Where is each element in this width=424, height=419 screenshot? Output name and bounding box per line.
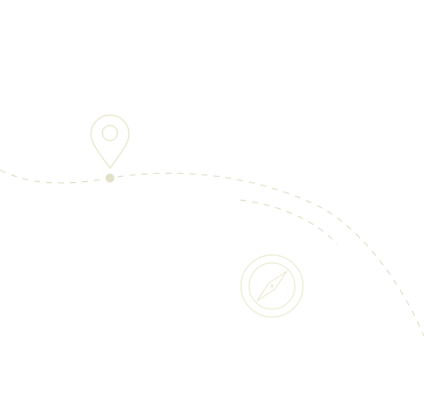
compass-inner-ring	[248, 262, 296, 310]
map-pin-icon	[90, 114, 130, 170]
location-dot	[105, 173, 115, 183]
map-pin-hole	[101, 124, 119, 142]
compass-center	[270, 284, 274, 288]
compass-needle	[256, 270, 288, 302]
dashed-route-path	[0, 169, 424, 337]
dashed-secondary-path	[239, 199, 338, 245]
compass-icon	[240, 254, 304, 318]
map-pin-outline	[90, 114, 130, 170]
compass-outer-ring	[240, 254, 304, 318]
